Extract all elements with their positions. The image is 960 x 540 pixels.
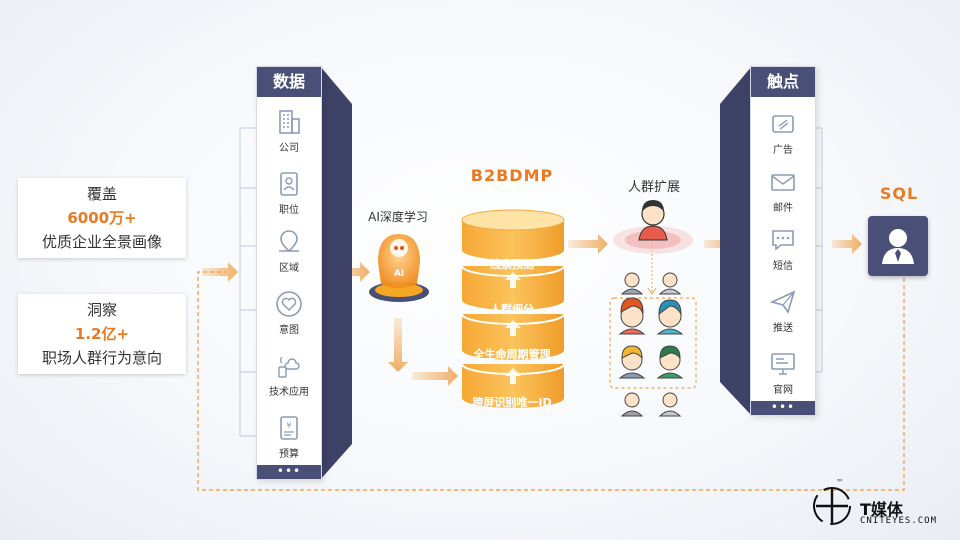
data-panel-side (320, 66, 352, 480)
data-item-budget: ¥ 预算 (255, 413, 323, 460)
cyl-layer-1 (461, 209, 565, 260)
heart-icon (276, 291, 302, 317)
touch-panel: 触点 广告 邮件 短信 推送 官网 ••• (750, 66, 816, 416)
ad-card-icon (772, 115, 794, 133)
data-item-label: 技术应用 (269, 387, 309, 398)
feedback-loop (197, 271, 905, 491)
touch-item-label: 短信 (773, 261, 793, 272)
layer-cross-screen-id: 跨屏识别唯一ID (472, 396, 552, 409)
touch-item-email: 邮件 (749, 167, 817, 214)
data-item-tech: 技术应用 (255, 351, 323, 398)
data-item-label: 区域 (279, 263, 299, 274)
chat-bubble-icon (772, 230, 794, 251)
insight-count: 1.2亿+ (74, 325, 130, 343)
data-item-label: 预算 (279, 449, 299, 460)
b2bdmp-title: B2BDMP (470, 166, 554, 185)
audience-dashed-box (609, 297, 697, 389)
cniteyes-logo-mark (813, 487, 851, 525)
map-pin-icon (279, 230, 299, 253)
budget-doc-icon: ¥ (280, 416, 298, 440)
audience-label: 人群扩展 (627, 180, 680, 195)
audience-center-person (613, 200, 693, 254)
insight-title: 洞察 (86, 301, 117, 319)
touch-item-label: 推送 (773, 323, 793, 334)
building-icon (279, 110, 300, 134)
insight-desc: 职场人群行为意向 (41, 349, 162, 367)
insight-box: 洞察 1.2亿+ 职场人群行为意向 (18, 294, 186, 374)
data-item-label: 公司 (279, 143, 299, 154)
touch-item-label: 邮件 (773, 203, 793, 214)
data-item-label: 意图 (279, 325, 299, 336)
mail-icon (771, 174, 795, 191)
layer-lead-prediction: 线索预测 (490, 258, 534, 271)
layer-segmentation: 人群细分 (490, 303, 534, 316)
touch-item-website: 官网 (749, 349, 817, 396)
data-panel-title: 数据 (257, 67, 321, 97)
data-item-region: 区域 (255, 227, 323, 274)
sql-user-card (868, 216, 928, 276)
data-panel-more[interactable]: ••• (257, 465, 321, 479)
coverage-desc: 优质企业全景画像 (41, 233, 162, 251)
touch-item-label: 官网 (773, 385, 793, 396)
data-bracket (239, 127, 258, 437)
touch-item-label: 广告 (773, 145, 793, 156)
ai-label: AI深度学习 (368, 210, 428, 224)
touch-panel-more[interactable]: ••• (751, 401, 815, 415)
business-user-icon (882, 229, 914, 264)
touch-item-ad: 广告 (749, 109, 817, 156)
send-plane-icon (769, 290, 796, 314)
coverage-title: 覆盖 (86, 185, 117, 203)
ai-robot-icon: AI (369, 234, 429, 302)
audience-grid (618, 272, 684, 417)
data-item-position: 职位 (255, 169, 323, 216)
data-panel: 数据 公司 职位 区域 意图 (256, 66, 322, 480)
data-item-label: 职位 (279, 205, 299, 216)
svg-text:¥: ¥ (286, 421, 291, 430)
touch-panel-title: 触点 (751, 67, 815, 97)
monitor-icon (771, 353, 795, 375)
cyl-up-arrows (505, 272, 521, 384)
ai-badge: AI (394, 269, 404, 279)
b2bdmp-stack (461, 209, 565, 408)
touch-item-push: 推送 (749, 287, 817, 334)
sql-label: SQL (879, 184, 919, 203)
layer-lifecycle: 全生命周期管理 (473, 348, 551, 361)
cloud-devices-icon (278, 356, 300, 378)
badge-icon (280, 172, 298, 196)
data-item-intent: 意图 (255, 289, 323, 336)
touch-panel-side (720, 66, 752, 416)
touch-item-sms: 短信 (749, 225, 817, 272)
logo-brand: T媒体 (860, 500, 903, 519)
logo-tm: ™ (836, 478, 844, 487)
coverage-count: 6000万+ (67, 209, 137, 227)
coverage-box: 覆盖 6000万+ 优质企业全景画像 (18, 178, 186, 258)
ai-down-arrow (388, 318, 408, 372)
logo-site: CNITEYES.COM (860, 516, 938, 526)
data-item-company: 公司 (255, 107, 323, 154)
avatar (618, 272, 684, 417)
